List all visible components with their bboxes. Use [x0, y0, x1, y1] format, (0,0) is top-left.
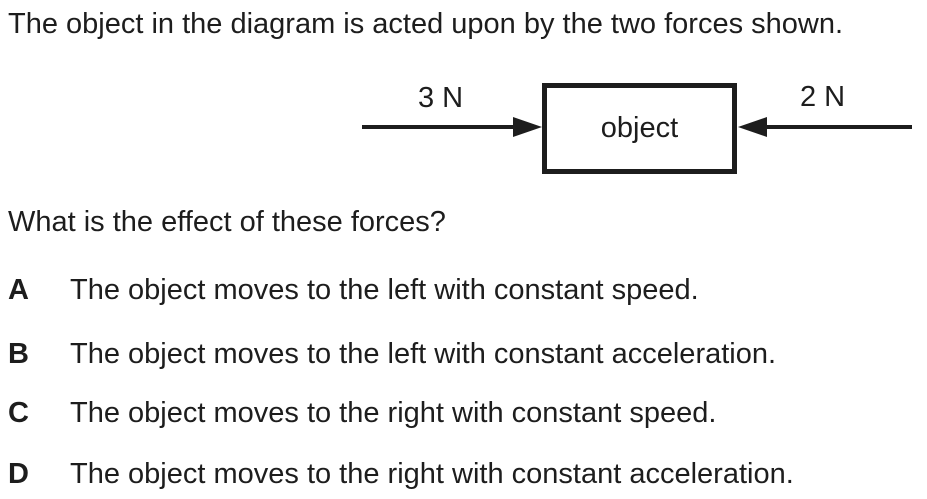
left-force-arrowhead-icon [513, 117, 542, 137]
object-label: object [600, 112, 679, 144]
left-force-arrow-line [362, 125, 515, 129]
option-letter: C [8, 397, 29, 429]
option-letter: D [8, 458, 29, 490]
option-text: The object moves to the left with consta… [70, 274, 699, 306]
right-force-arrowhead-icon [738, 117, 767, 137]
left-force-label: 3 N [418, 82, 464, 114]
object-box: object [542, 83, 737, 174]
question-prompt: The object in the diagram is acted upon … [8, 8, 844, 40]
right-force-label: 2 N [800, 81, 846, 113]
option-letter: A [8, 274, 29, 306]
question-text: What is the effect of these forces? [8, 206, 446, 238]
option-text: The object moves to the right with const… [70, 458, 794, 490]
right-force-arrow-line [765, 125, 912, 129]
option-text: The object moves to the right with const… [70, 397, 717, 429]
option-letter: B [8, 338, 29, 370]
option-text: The object moves to the left with consta… [70, 338, 777, 370]
